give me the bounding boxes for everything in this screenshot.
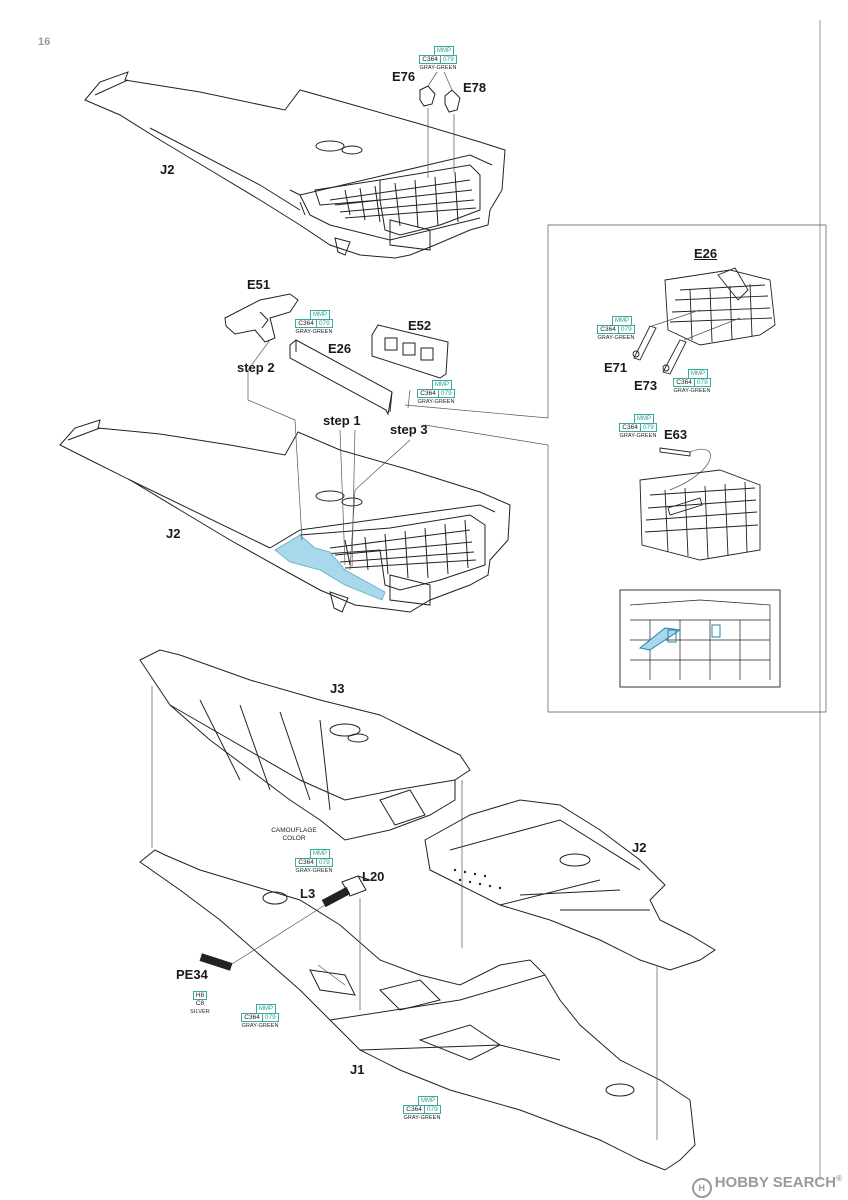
label-j2-middle: J2 — [166, 526, 181, 541]
color-callout-silver: H8 C8 SILVER — [190, 991, 210, 1015]
wing-j2-middle-drawing — [59, 419, 511, 613]
part-l3-drawing — [321, 886, 351, 908]
callout-lines-detail — [651, 309, 741, 491]
label-step-2: step 2 — [237, 360, 275, 375]
page-number: 16 — [38, 36, 51, 48]
label-pe34: PE34 — [176, 967, 208, 982]
label-e26: E26 — [328, 341, 352, 356]
part-e52-drawing — [371, 324, 449, 379]
label-e52: E52 — [408, 318, 432, 333]
blue-highlight-region — [274, 534, 386, 601]
label-e76: E76 — [392, 69, 416, 84]
wing-j3-drawing — [139, 649, 471, 841]
part-e71-drawing — [632, 325, 657, 361]
part-e78-drawing — [444, 89, 461, 113]
part-e76-drawing — [419, 85, 436, 107]
label-j3: J3 — [330, 681, 345, 696]
label-j2-top: J2 — [160, 162, 175, 177]
label-e63: E63 — [664, 427, 688, 442]
wing-j2-top-drawing — [84, 71, 506, 259]
label-detail-e26: E26 — [694, 246, 718, 261]
label-e78: E78 — [463, 80, 487, 95]
wing-j2-bottom-drawing — [424, 799, 716, 971]
wing-j1-drawing — [139, 849, 696, 1171]
callout-lines-s2 — [247, 224, 827, 713]
hobby-search-logo-icon: H — [691, 1178, 712, 1198]
label-e71: E71 — [604, 360, 628, 375]
label-e51: E51 — [247, 277, 271, 292]
part-e73-drawing — [662, 339, 687, 375]
callout-lines-s1 — [427, 71, 455, 178]
label-step-3: step 3 — [390, 422, 428, 437]
label-j1: J1 — [350, 1062, 365, 1077]
watermark-text: HOBBY SEARCH — [714, 1174, 837, 1191]
callout-lines-s3 — [151, 686, 658, 1140]
watermark-trademark: ® — [836, 1174, 842, 1183]
label-j2-bottom: J2 — [632, 840, 647, 855]
camouflage-color-note: CAMOUFLAGE COLOR — [271, 827, 317, 842]
part-pe34-drawing — [199, 953, 233, 971]
label-e73: E73 — [634, 378, 658, 393]
detail-inset-box — [619, 589, 781, 688]
part-e26-drawing — [289, 339, 393, 416]
detail-e26-drawing — [664, 267, 776, 346]
part-e51-drawing — [224, 293, 299, 343]
label-l3: L3 — [300, 886, 316, 901]
label-step-1: step 1 — [323, 413, 361, 428]
detail-e63-drawing — [639, 447, 761, 561]
label-l20: L20 — [362, 869, 385, 884]
